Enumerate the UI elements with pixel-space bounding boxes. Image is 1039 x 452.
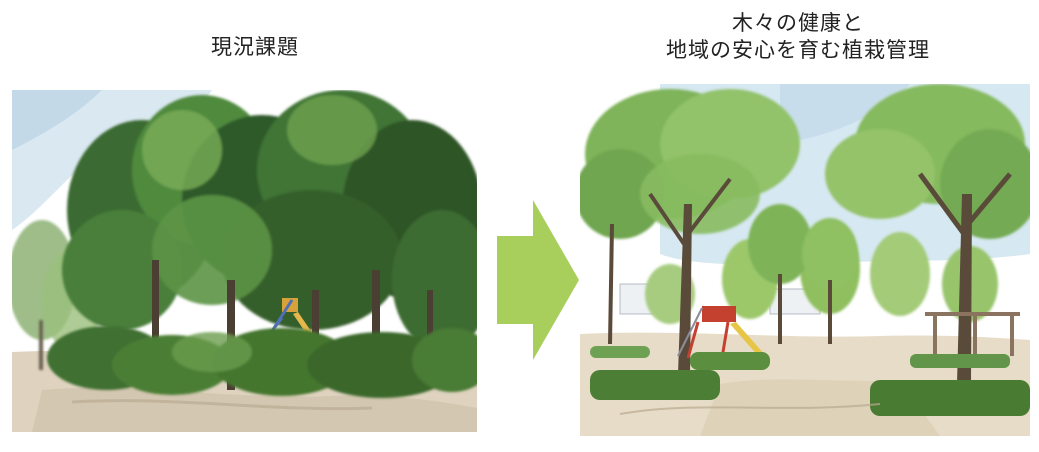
mid-trees [748,204,858,290]
after-illustration [580,84,1030,436]
after-title-line-2: 地域の安心を育む植栽管理 [666,38,930,62]
dense-hedges [47,326,477,398]
right-arrow-icon [497,200,579,360]
large-tree-left [580,89,800,239]
pergola [925,312,1020,356]
after-title: 木々の健康と 地域の安心を育む植栽管理 [578,10,1018,64]
trimmed-hedges [590,346,1030,416]
dense-canopy [62,90,477,350]
playground-slide [677,306,766,359]
before-title: 現況課題 [211,35,299,59]
before-illustration [12,90,477,432]
after-title-line-1: 木々の健康と [732,11,864,35]
